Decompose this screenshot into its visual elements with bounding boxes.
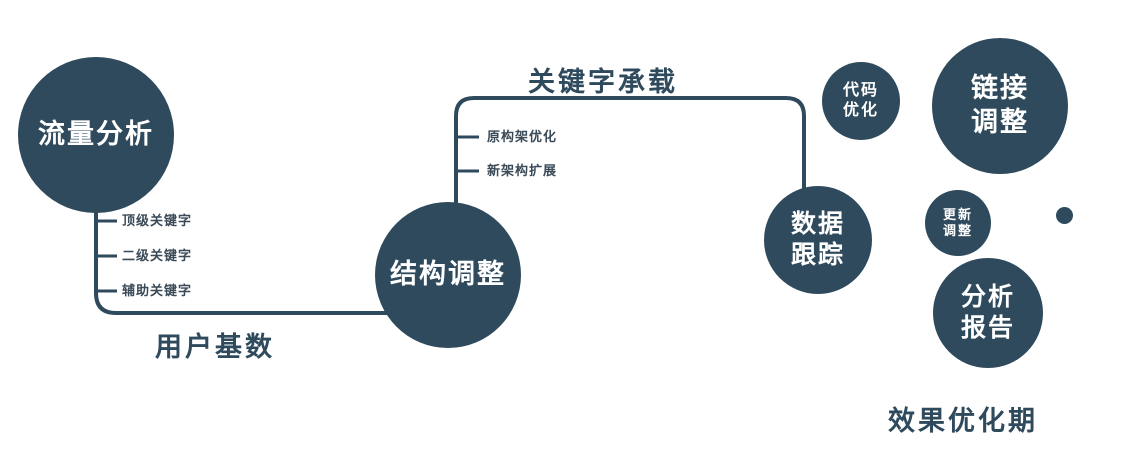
- bullet-dot: [1056, 207, 1073, 224]
- code-optimization-label-line1: 代码: [842, 82, 879, 99]
- update-adjustment-label-line1: 更新: [942, 206, 973, 222]
- branch-label-new-arch: 新架构扩展: [487, 163, 558, 178]
- data-tracking-label-line2: 跟踪: [790, 241, 845, 269]
- analysis-report-label-line2: 报告: [960, 314, 1015, 342]
- user-base-label: 用户基数: [155, 332, 275, 362]
- data-tracking-label-line1: 数据: [790, 209, 845, 238]
- update-adjustment-label-line2: 调整: [942, 223, 973, 238]
- traffic-analysis-node: 流量分析: [18, 57, 174, 213]
- update-adjustment-node: 更新 调整: [925, 190, 991, 256]
- data-tracking-node: 数据 跟踪: [764, 186, 872, 294]
- structure-adjustment-node: 结构调整: [375, 202, 521, 348]
- effect-period-label: 效果优化期: [888, 406, 1038, 436]
- branch-label-top-keywords: 顶级关键字: [122, 213, 193, 228]
- code-optimization-node: 代码 优化: [822, 62, 900, 140]
- branch-label-second-keywords: 二级关键字: [122, 248, 193, 263]
- branch-label-aux-keywords: 辅助关键字: [122, 283, 193, 298]
- link-adjustment-node: 链接 调整: [932, 38, 1068, 174]
- keyword-carry-label: 关键字承载: [528, 67, 678, 97]
- branch-label-original-arch: 原构架优化: [487, 129, 558, 144]
- analysis-report-label-line1: 分析: [960, 282, 1015, 311]
- traffic-analysis-label: 流量分析: [38, 119, 154, 150]
- code-optimization-label-line2: 优化: [842, 102, 879, 119]
- link-adjustment-label-line1: 链接: [971, 73, 1029, 104]
- structure-adjustment-label: 结构调整: [390, 259, 506, 290]
- link-adjustment-label-line2: 调整: [971, 107, 1029, 137]
- analysis-report-node: 分析 报告: [933, 258, 1043, 368]
